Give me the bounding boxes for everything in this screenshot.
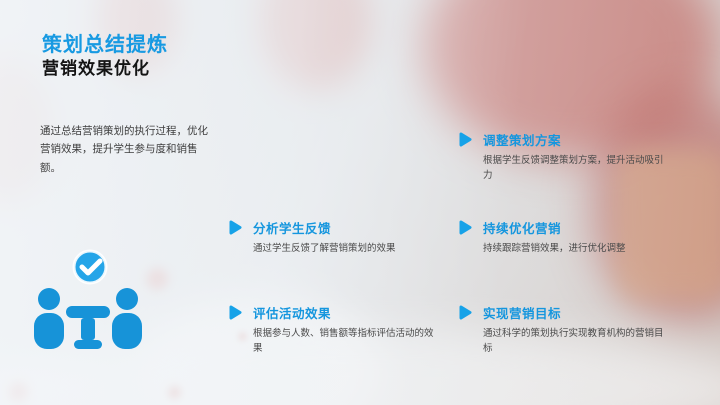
feature-body: 分析学生反馈 通过学生反馈了解营销策划的效果 bbox=[253, 218, 396, 257]
team-meeting-check-icon bbox=[28, 248, 148, 362]
feature-desc: 通过学生反馈了解营销策划的效果 bbox=[253, 243, 396, 254]
feature-item: 评估活动效果 根据参与人数、销售额等指标评估活动的效果 bbox=[228, 303, 440, 356]
feature-title: 分析学生反馈 bbox=[253, 222, 332, 236]
feature-title: 评估活动效果 bbox=[253, 307, 332, 321]
play-arrow-icon bbox=[458, 304, 473, 356]
feature-desc: 持续跟踪营销效果，进行优化调整 bbox=[483, 243, 626, 254]
feature-item: 实现营销目标 通过科学的策划执行实现教育机构的营销目标 bbox=[458, 303, 670, 356]
feature-body: 评估活动效果 根据参与人数、销售额等指标评估活动的效果 bbox=[253, 303, 440, 356]
feature-title: 调整策划方案 bbox=[483, 134, 562, 148]
feature-item: 调整策划方案 根据学生反馈调整策划方案，提升活动吸引力 bbox=[458, 130, 670, 183]
play-arrow-icon bbox=[458, 219, 473, 257]
feature-body: 持续优化营销 持续跟踪营销效果，进行优化调整 bbox=[483, 218, 626, 257]
intro-text: 通过总结营销策划的执行过程，优化营销效果，提升学生参与度和销售额。 bbox=[40, 125, 208, 174]
feature-desc: 通过科学的策划执行实现教育机构的营销目标 bbox=[483, 328, 664, 354]
feature-desc: 根据参与人数、销售额等指标评估活动的效果 bbox=[253, 328, 434, 354]
slide-subtitle: 营销效果优化 bbox=[42, 59, 150, 78]
feature-title: 实现营销目标 bbox=[483, 307, 562, 321]
slide-title: 策划总结提炼 bbox=[42, 34, 168, 56]
play-arrow-icon bbox=[228, 219, 243, 257]
feature-desc: 根据学生反馈调整策划方案，提升活动吸引力 bbox=[483, 155, 664, 181]
feature-body: 实现营销目标 通过科学的策划执行实现教育机构的营销目标 bbox=[483, 303, 670, 356]
feature-body: 调整策划方案 根据学生反馈调整策划方案，提升活动吸引力 bbox=[483, 130, 670, 183]
play-arrow-icon bbox=[228, 304, 243, 356]
feature-item: 分析学生反馈 通过学生反馈了解营销策划的效果 bbox=[228, 218, 440, 257]
feature-title: 持续优化营销 bbox=[483, 222, 562, 236]
feature-item: 持续优化营销 持续跟踪营销效果，进行优化调整 bbox=[458, 218, 670, 257]
play-arrow-icon bbox=[458, 131, 473, 183]
